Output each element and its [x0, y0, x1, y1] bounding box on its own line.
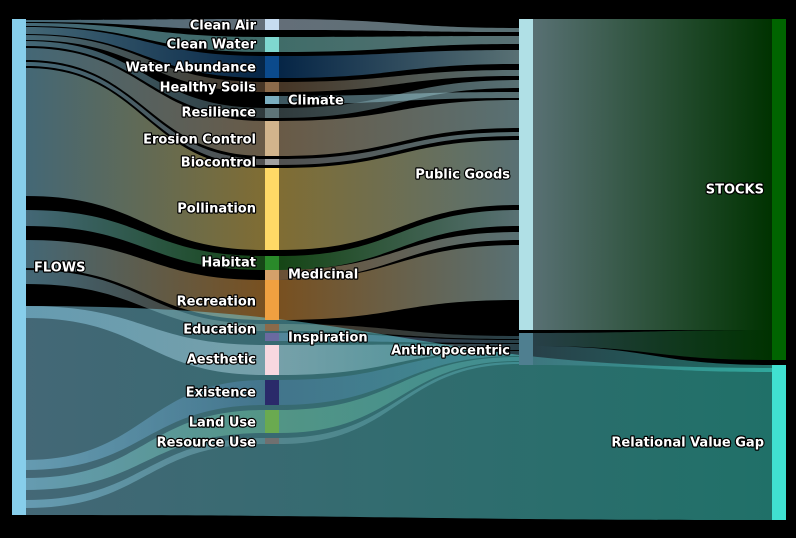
node-inspiration [265, 333, 279, 341]
node-label-recreation: Recreation [177, 295, 256, 310]
node-label-clean-water: Clean Water [167, 38, 257, 53]
node-label-clean-air: Clean Air [190, 19, 257, 34]
link-flows-to-habitat [26, 210, 265, 270]
link-flows-to-pollination [26, 68, 265, 250]
node-clean-water [265, 37, 279, 52]
link-pollination-to-public-goods [279, 140, 519, 250]
node-land-use [265, 410, 279, 433]
node-label-relational-value-gap: Relational Value Gap [611, 436, 764, 451]
node-label-pollination: Pollination [177, 202, 256, 217]
link-flows-to-recreation [26, 240, 265, 320]
node-medicinal [265, 270, 279, 280]
node-anthropocentric [519, 333, 533, 365]
link-clean-air-to-public-goods [279, 19, 519, 32]
node-flows [12, 19, 26, 515]
link-habitat-to-public-goods [279, 210, 519, 270]
node-water-abundance [265, 56, 279, 78]
node-healthy-soils [265, 82, 279, 92]
link-anthropocentric-to-stocks [533, 330, 772, 360]
node-label-climate: Climate [288, 94, 344, 109]
node-pollination [265, 168, 279, 250]
node-label-resilience: Resilience [181, 106, 256, 121]
link-flows-to-healthy-soils [26, 35, 265, 92]
node-label-erosion-control: Erosion Control [143, 133, 256, 148]
node-resilience [265, 108, 279, 118]
node-label-resource-use: Resource Use [157, 436, 257, 451]
node-label-aesthetic: Aesthetic [187, 353, 256, 368]
link-water-abundance-to-public-goods [279, 50, 519, 78]
link-climate-to-public-goods [279, 92, 519, 104]
sankey-links [26, 19, 772, 520]
node-label-existence: Existence [186, 386, 256, 401]
node-stocks [772, 19, 786, 360]
link-clean-water-to-public-goods [279, 36, 519, 52]
node-label-biocontrol: Biocontrol [181, 156, 256, 171]
node-label-anthropocentric: Anthropocentric [391, 344, 510, 359]
link-medicinal-to-public-goods [279, 232, 519, 280]
link-flows-to-education [26, 270, 265, 331]
sankey-nodes [12, 19, 786, 520]
link-flows-to-clean-air [26, 19, 265, 30]
link-flows-to-biocontrol [26, 62, 265, 165]
node-biocontrol [265, 159, 279, 165]
link-public-goods-to-stocks [533, 19, 772, 330]
node-public-goods [519, 19, 533, 330]
link-flows-to-relational-value-gap [26, 306, 772, 520]
node-recreation [265, 280, 279, 320]
link-flows-to-clean-water [26, 23, 265, 52]
node-label-stocks: STOCKS [706, 183, 764, 198]
node-label-education: Education [183, 323, 256, 338]
node-label-land-use: Land Use [189, 416, 256, 431]
node-label-inspiration: Inspiration [288, 331, 368, 346]
link-flows-to-resilience [26, 41, 265, 118]
node-climate [265, 96, 279, 104]
node-habitat [265, 256, 279, 270]
node-education [265, 324, 279, 331]
node-existence [265, 380, 279, 405]
node-aesthetic [265, 345, 279, 375]
link-healthy-soils-to-public-goods [279, 70, 519, 92]
node-erosion-control [265, 121, 279, 156]
link-anthropocentric-to-relational-value-gap [533, 346, 772, 372]
link-erosion-control-to-public-goods [279, 100, 519, 156]
node-label-flows: FLOWS [34, 261, 85, 276]
node-resource-use [265, 438, 279, 444]
node-label-public-goods: Public Goods [415, 168, 510, 183]
node-label-habitat: Habitat [201, 256, 256, 271]
link-flows-to-erosion-control [26, 48, 265, 156]
link-flows-to-water-abundance [26, 27, 265, 78]
node-label-healthy-soils: Healthy Soils [160, 81, 257, 96]
node-relational-value-gap [772, 365, 786, 520]
node-clean-air [265, 19, 279, 30]
link-biocontrol-to-public-goods [279, 132, 519, 165]
node-label-water-abundance: Water Abundance [126, 61, 257, 76]
link-recreation-to-public-goods [279, 245, 519, 320]
node-label-medicinal: Medicinal [288, 268, 358, 283]
